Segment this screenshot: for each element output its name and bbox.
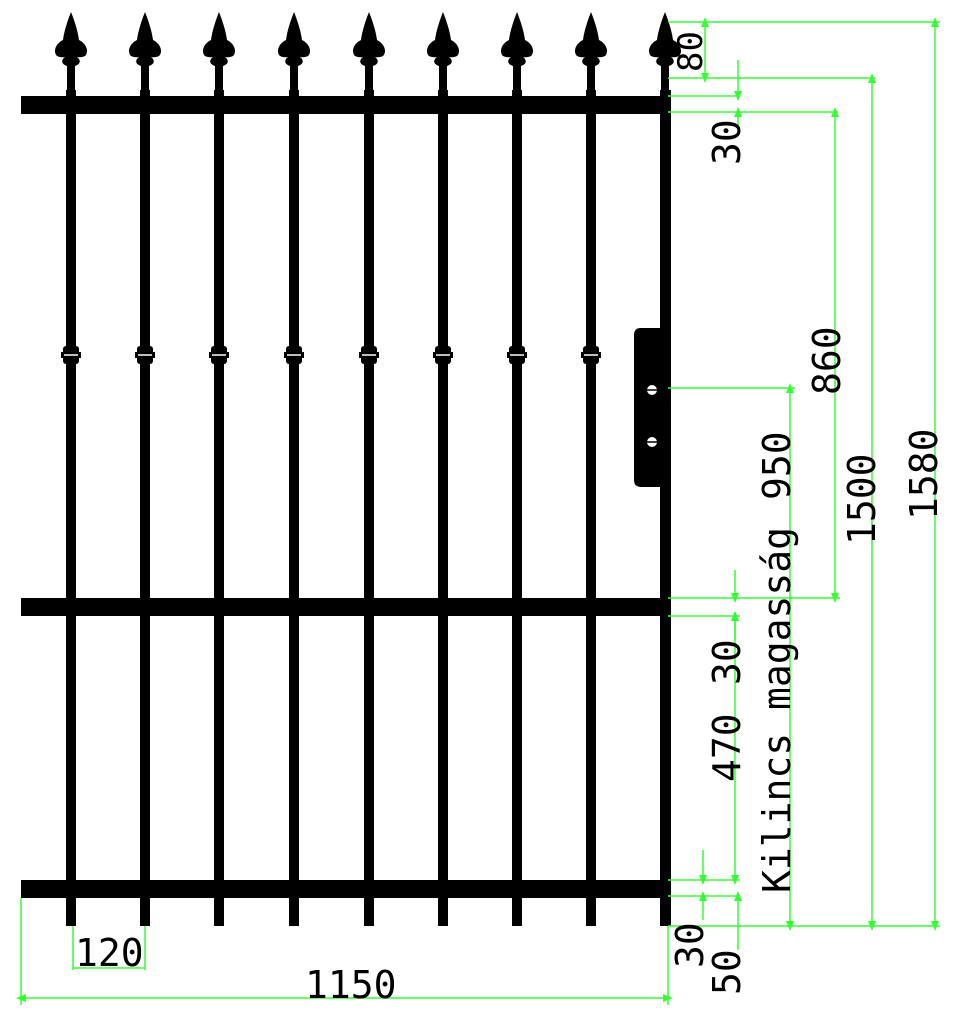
dimension-labels: 80 30 860 1500 1580 950 Kilincs magasság… [75, 31, 946, 1007]
rails [21, 96, 671, 898]
bottom-rail [21, 880, 671, 898]
dim-bottom-gap: 50 [705, 949, 749, 995]
dim-handle-height: 950 [755, 431, 799, 500]
middle-rail [21, 598, 671, 616]
pickets [55, 12, 681, 926]
picket [129, 12, 161, 926]
dim-total-height: 1580 [902, 428, 946, 520]
dim-total-frame: 1500 [840, 453, 884, 545]
top-rail [21, 96, 671, 114]
dim-handle-label: Kilincs magasság [755, 527, 799, 893]
dim-spike-height: 80 [671, 31, 711, 72]
dim-picket-spacing: 120 [75, 931, 144, 975]
picket [278, 12, 310, 926]
picket [55, 12, 87, 926]
dim-lower-section: 470 [705, 713, 749, 782]
dim-middle-rail: 30 [705, 639, 749, 685]
picket [649, 12, 681, 926]
picket [575, 12, 607, 926]
dimension-lines [16, 17, 940, 1005]
picket [501, 12, 533, 926]
dim-upper-section: 860 [805, 326, 849, 395]
picket [427, 12, 459, 926]
dim-top-rail: 30 [705, 119, 749, 165]
picket [203, 12, 235, 926]
door-lock-plate [634, 328, 671, 487]
dim-total-width: 1150 [305, 963, 397, 1007]
picket [353, 12, 385, 926]
dim-bottom-rail: 30 [668, 922, 712, 968]
